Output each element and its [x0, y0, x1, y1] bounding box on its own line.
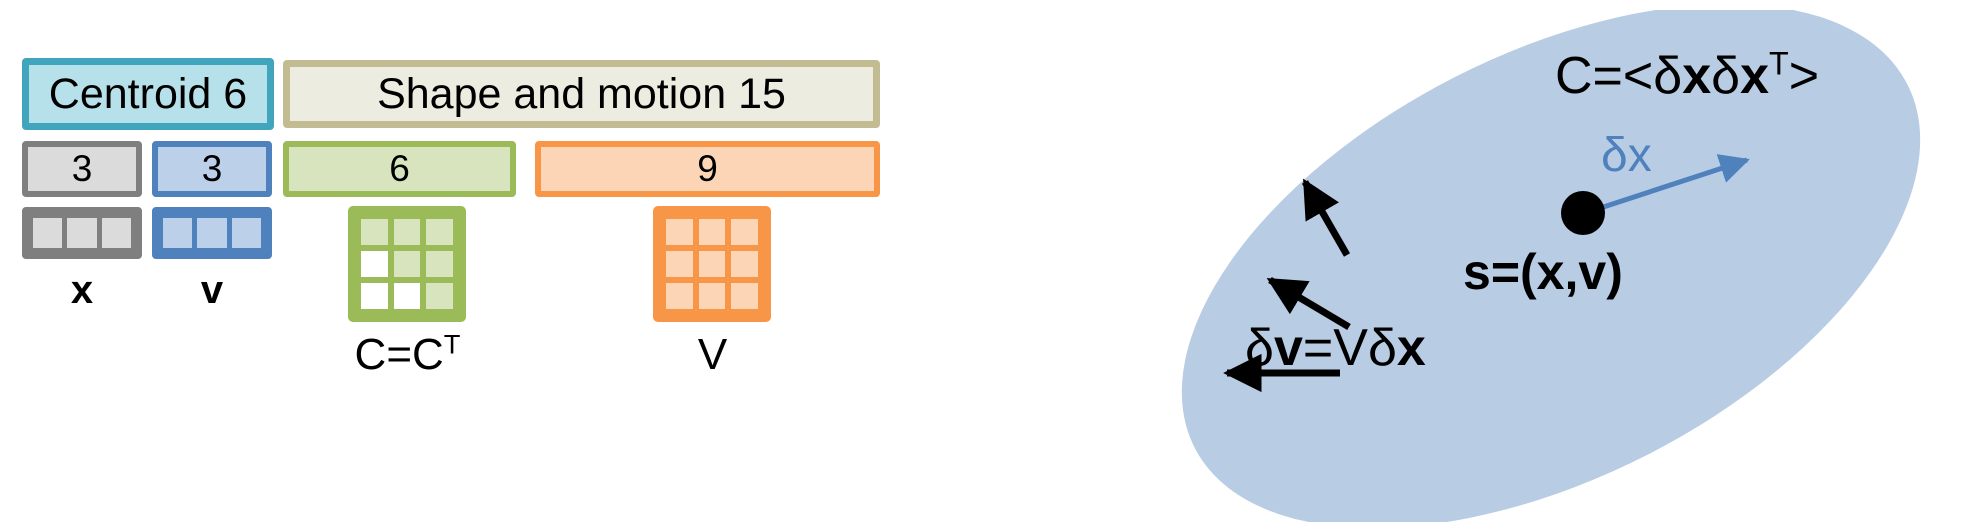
shape-and-motion-label: Shape and motion 15 — [377, 69, 786, 118]
state-center-dot — [1561, 191, 1605, 235]
v-vector-cell — [231, 218, 261, 248]
c-matrix-cell — [393, 283, 421, 309]
delta-v-delta-1: δ — [1245, 319, 1274, 377]
delta-v-v-symbol: v — [1273, 319, 1303, 377]
c-matrix-cell — [426, 283, 453, 309]
c-matrix-label-text: C=C — [354, 330, 444, 379]
v-matrix-cell — [698, 251, 726, 277]
velocity-arrow-middle — [1266, 276, 1351, 331]
covariance-formula-label: C=<δxδxT> — [1555, 46, 1819, 106]
v-matrix-label-text: V — [697, 330, 728, 379]
state-open: =( — [1490, 244, 1537, 300]
v-matrix-cell — [698, 283, 726, 309]
x-count-label: 3 — [71, 148, 93, 189]
delta-v-x-symbol: x — [1396, 319, 1426, 377]
state-close: ) — [1606, 244, 1623, 300]
state-s-symbol: s — [1463, 244, 1491, 300]
delta-x-label: δx — [1601, 128, 1652, 183]
v-matrix-cell — [731, 251, 758, 277]
v-matrix-cell — [698, 219, 726, 245]
v-matrix-cell — [666, 219, 693, 245]
c-matrix-cell — [361, 219, 388, 245]
v-matrix-count-label: 9 — [697, 148, 718, 189]
c-matrix-label: C=CT — [340, 330, 475, 380]
covariance-delta-2: δ — [1711, 47, 1741, 105]
c-count-box: 6 — [283, 141, 516, 197]
shape-and-motion-box: Shape and motion 15 — [283, 60, 880, 128]
delta-x-symbol: δx — [1601, 129, 1652, 182]
c-matrix-cell — [361, 251, 388, 277]
c-matrix-cell — [393, 251, 421, 277]
v-count-box: 3 — [152, 141, 272, 197]
covariance-x-1: x — [1682, 47, 1712, 105]
covariance-transpose-superscript: T — [1769, 45, 1789, 82]
v-vector-cell — [197, 218, 227, 248]
c-matrix-cell — [361, 283, 388, 309]
x-count-box: 3 — [22, 141, 142, 197]
v-matrix-grid — [653, 206, 771, 322]
v-vector-label: v — [200, 268, 224, 312]
x-vector-strip — [22, 207, 142, 259]
covariance-delta-1: δ — [1653, 47, 1683, 105]
v-matrix-label: V — [645, 330, 780, 380]
v-matrix-cell — [731, 283, 758, 309]
delta-v-equals-V: =V — [1302, 319, 1368, 377]
state-x-symbol: x — [1536, 244, 1565, 300]
c-matrix-label-superscript: T — [443, 328, 461, 360]
x-vector-cell — [33, 218, 63, 248]
covariance-lead: C=< — [1555, 47, 1654, 105]
v-vector-cell — [163, 218, 193, 248]
c-matrix-grid — [348, 206, 466, 322]
velocity-arrow-upper — [1301, 178, 1351, 257]
c-count-label: 6 — [389, 148, 410, 189]
centroid-label: Centroid 6 — [48, 69, 248, 118]
covariance-ellipse-shape — [1181, 10, 1921, 522]
x-vector-cell — [67, 218, 97, 248]
delta-v-delta-2: δ — [1367, 319, 1397, 377]
centroid-box: Centroid 6 — [22, 58, 274, 130]
state-v-symbol: v — [1578, 244, 1607, 300]
c-matrix-cell — [426, 219, 453, 245]
covariance-tail: > — [1788, 47, 1820, 105]
c-matrix-cell — [393, 219, 421, 245]
covariance-ellipse-svg — [1181, 10, 1921, 522]
state-vector-label: s=(x,v) — [1463, 243, 1623, 301]
x-vector-label: x — [70, 268, 94, 312]
v-vector-strip — [152, 207, 272, 259]
state-comma: , — [1564, 244, 1579, 300]
x-vector-cell — [101, 218, 131, 248]
covariance-ellipse-panel — [1140, 10, 1963, 522]
delta-x-arrow — [1584, 154, 1750, 216]
v-matrix-count-box: 9 — [535, 141, 880, 197]
delta-v-equation-label: δv=Vδx — [1245, 318, 1426, 378]
v-count-label: 3 — [201, 148, 223, 189]
v-matrix-cell — [666, 283, 693, 309]
v-matrix-cell — [666, 251, 693, 277]
covariance-x-2: x — [1740, 47, 1770, 105]
v-matrix-cell — [731, 219, 758, 245]
c-matrix-cell — [426, 251, 453, 277]
